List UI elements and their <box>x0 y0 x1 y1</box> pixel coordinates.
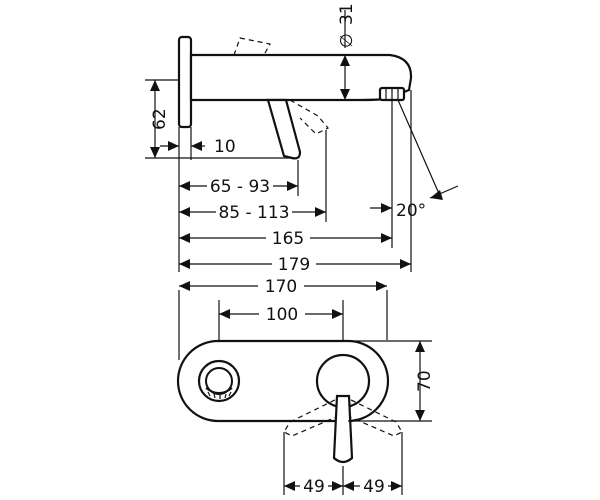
spout-range-label: 85 - 113 <box>218 203 289 223</box>
spout-length-label: 165 <box>272 229 304 249</box>
lever-front <box>332 394 354 464</box>
diameter-symbol: ∅ <box>337 33 357 48</box>
lever-left-label: 49 <box>303 477 325 497</box>
side-view: ∅ 31 62 10 65 - 93 85 - 113 <box>145 3 459 275</box>
lever-handle <box>266 98 302 160</box>
spout-diameter-label: 31 <box>337 3 357 25</box>
wall-height-label: 62 <box>150 108 170 130</box>
lever-range-label: 65 - 93 <box>210 177 270 197</box>
hole-spacing-label: 100 <box>266 305 298 325</box>
spout-body <box>189 53 413 102</box>
front-view: 170 100 70 <box>176 274 435 497</box>
plate-width-label: 170 <box>265 277 297 297</box>
plate-height-label: 70 <box>415 370 435 392</box>
plate-offset-label: 10 <box>214 137 236 157</box>
overall-length-label: 179 <box>278 255 310 275</box>
wall-plate-side <box>177 35 193 129</box>
lever-right-label: 49 <box>363 477 385 497</box>
spray-angle-label: 20° <box>396 201 426 221</box>
